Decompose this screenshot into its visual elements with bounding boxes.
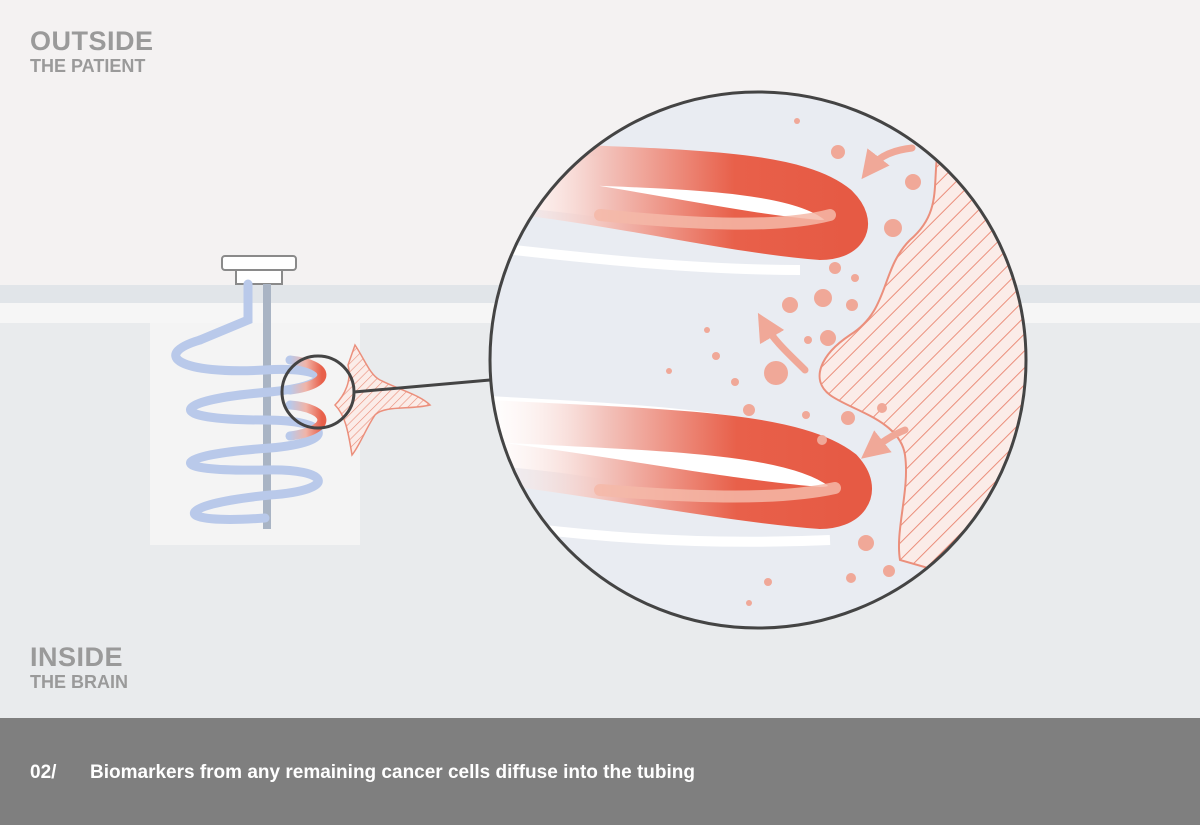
inside-subtitle: THE BRAIN xyxy=(30,672,128,692)
inside-title: INSIDE xyxy=(30,642,124,672)
magnifier-lens-large xyxy=(488,90,1028,630)
implant-base xyxy=(235,269,283,285)
magnified-view xyxy=(490,92,1026,628)
outside-title: OUTSIDE xyxy=(30,26,154,56)
tube-upper xyxy=(490,140,868,261)
tube-lower xyxy=(490,399,872,530)
outside-subtitle: THE PATIENT xyxy=(30,56,146,76)
tube-upper-highlight xyxy=(594,209,836,230)
tumor-small xyxy=(333,343,432,457)
inlet-tube xyxy=(195,279,253,345)
magnifier-connector xyxy=(353,378,491,394)
helix-tubing-stained xyxy=(285,355,327,441)
implant-device xyxy=(171,255,327,529)
tube-lower-highlight xyxy=(594,482,841,503)
label-inside: INSIDE THE BRAIN xyxy=(30,642,128,692)
label-outside: OUTSIDE THE PATIENT xyxy=(30,26,154,76)
tube-upper-edge xyxy=(490,240,801,275)
caption-bar xyxy=(0,718,1200,825)
diffusion-arrows xyxy=(757,144,916,459)
caption-step-number: 02/ xyxy=(30,762,57,783)
central-shaft xyxy=(263,284,271,529)
caption-text: Biomarkers from any remaining cancer cel… xyxy=(90,762,695,783)
implant-cap xyxy=(221,255,297,271)
biomarker-particles xyxy=(666,118,921,606)
